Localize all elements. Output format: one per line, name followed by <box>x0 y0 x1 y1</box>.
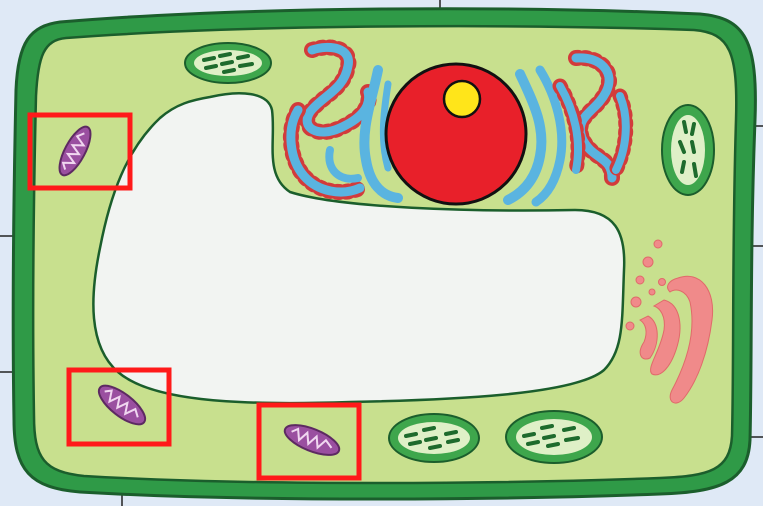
nucleus <box>386 64 526 204</box>
nucleolus <box>444 81 480 117</box>
chloroplast-bottom-right <box>506 411 602 463</box>
chloroplast-top <box>185 43 271 83</box>
chloroplast-right <box>662 105 714 195</box>
chloroplast-bottom-left <box>389 414 479 462</box>
